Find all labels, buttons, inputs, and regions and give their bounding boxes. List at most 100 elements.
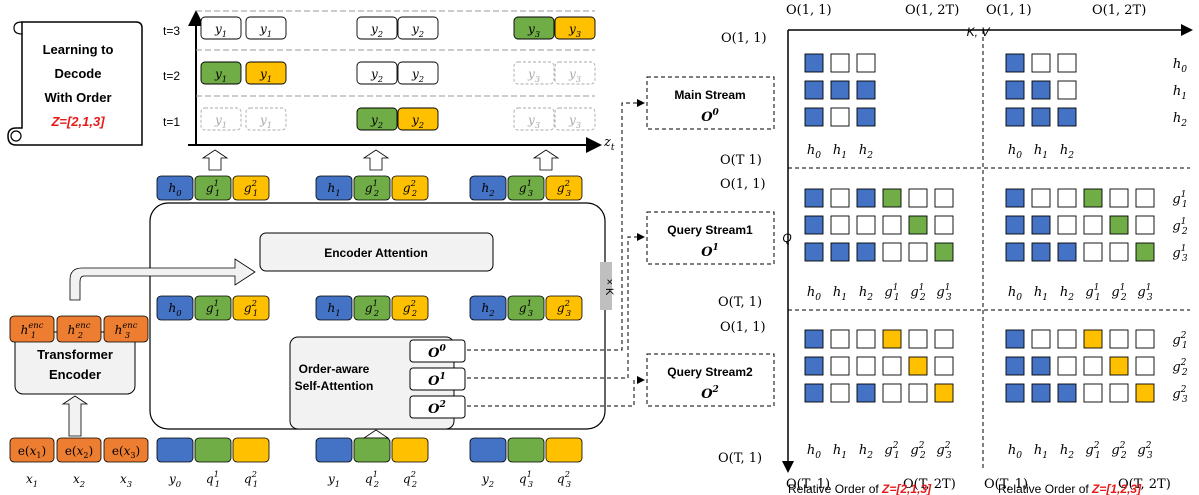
matrix-column-label: h2 bbox=[859, 285, 873, 303]
token-box bbox=[545, 175, 583, 201]
token-label: h0 bbox=[168, 181, 182, 198]
main-stream-label: Main Stream bbox=[674, 88, 745, 102]
q1-right-cell bbox=[1109, 242, 1129, 262]
main-left-cell bbox=[856, 107, 876, 127]
scroll-line-3: With Order bbox=[44, 90, 111, 105]
coord-label: O(T, 2T) bbox=[1118, 477, 1171, 492]
matrix-row-label: h2 bbox=[1173, 111, 1187, 129]
decoded-token-label: y2 bbox=[411, 22, 424, 39]
embedding-label: e(x3) bbox=[112, 444, 140, 460]
encoder-output-box bbox=[56, 315, 102, 343]
q2-left-cell bbox=[830, 329, 850, 349]
token-box bbox=[156, 175, 194, 201]
q2-right-cell bbox=[1109, 329, 1129, 349]
embedding-input-label: x2 bbox=[73, 472, 85, 489]
q1-left-cell bbox=[908, 215, 928, 235]
q1-left-cell bbox=[804, 242, 824, 262]
up-arrow-icon bbox=[362, 149, 390, 171]
up-arrow-icon bbox=[61, 395, 89, 437]
coord-label: O(1, 1) bbox=[986, 3, 1032, 18]
token-box bbox=[315, 175, 353, 201]
query-stream-2-box bbox=[646, 353, 775, 407]
coord-label: O(T, 1) bbox=[718, 451, 762, 466]
q1-left-cell bbox=[908, 188, 928, 208]
decoded-token-label: y1 bbox=[214, 22, 227, 39]
query-stream-2-symbol: O2 bbox=[701, 385, 719, 402]
q1-left-cell bbox=[856, 242, 876, 262]
matrix-column-label: h1 bbox=[833, 443, 847, 461]
up-arrow-icon bbox=[362, 429, 390, 439]
stream-symbol: O0 bbox=[428, 343, 446, 361]
decoded-token-label: y3 bbox=[568, 67, 581, 84]
q2-left-cell bbox=[830, 356, 850, 376]
main-right-cell bbox=[1031, 53, 1051, 73]
coord-label: O(1, 2T) bbox=[905, 3, 959, 18]
q1-left-cell bbox=[882, 242, 902, 262]
main-left-cell bbox=[804, 80, 824, 100]
coord-label: O(1, 1) bbox=[720, 177, 766, 192]
stream-symbol: O1 bbox=[428, 371, 446, 389]
decoded-token-box bbox=[513, 107, 555, 131]
token-box bbox=[391, 175, 429, 201]
matrix-column-label: h0 bbox=[1008, 443, 1022, 461]
q2-right-cell bbox=[1057, 356, 1077, 376]
decoded-token-label: y2 bbox=[370, 113, 383, 130]
token-box bbox=[232, 295, 270, 321]
decoded-token-label: y1 bbox=[214, 113, 227, 130]
matrix-column-label: h1 bbox=[833, 285, 847, 303]
token-label: h2 bbox=[481, 301, 494, 318]
q1-right-cell bbox=[1109, 215, 1129, 235]
input-token-box bbox=[194, 437, 232, 463]
axis-label: zt bbox=[603, 135, 615, 153]
q1-right-cell bbox=[1005, 242, 1025, 262]
decoded-token-label: y2 bbox=[411, 67, 424, 84]
input-token-label: y0 bbox=[168, 472, 182, 489]
decoded-token-box bbox=[245, 16, 287, 40]
matrix-row-label: h0 bbox=[1173, 57, 1187, 75]
q1-right-cell bbox=[1083, 215, 1103, 235]
matrix-row-label: h1 bbox=[1173, 84, 1187, 102]
q2-right-cell bbox=[1031, 383, 1051, 403]
input-token-label: y2 bbox=[481, 472, 494, 489]
stream-box bbox=[409, 339, 466, 363]
step-label-t3: t=3 bbox=[163, 24, 180, 38]
main-left-cell bbox=[856, 53, 876, 73]
query-stream-1-label: Query Stream1 bbox=[667, 223, 753, 237]
encoder-output-box bbox=[103, 315, 149, 343]
token-label: h1 bbox=[327, 301, 340, 318]
matrix-column-label: h1 bbox=[1034, 143, 1048, 161]
matrix-column-label: h2 bbox=[1060, 285, 1074, 303]
q2-right-cell bbox=[1005, 329, 1025, 349]
input-token-box bbox=[545, 437, 583, 463]
decoded-token-box bbox=[245, 61, 287, 85]
scroll-order: Z=[2,1,3] bbox=[50, 114, 105, 129]
q2-right-cell bbox=[1083, 329, 1103, 349]
q1-left-cell bbox=[830, 188, 850, 208]
decoded-token-box bbox=[554, 107, 596, 131]
q2-left-cell bbox=[934, 356, 954, 376]
token-box bbox=[545, 295, 583, 321]
up-arrow-icon bbox=[201, 149, 229, 171]
decoded-token-label: y2 bbox=[411, 113, 424, 130]
main-right-cell bbox=[1031, 107, 1051, 127]
q1-right-cell bbox=[1135, 215, 1155, 235]
q1-left-cell bbox=[934, 188, 954, 208]
